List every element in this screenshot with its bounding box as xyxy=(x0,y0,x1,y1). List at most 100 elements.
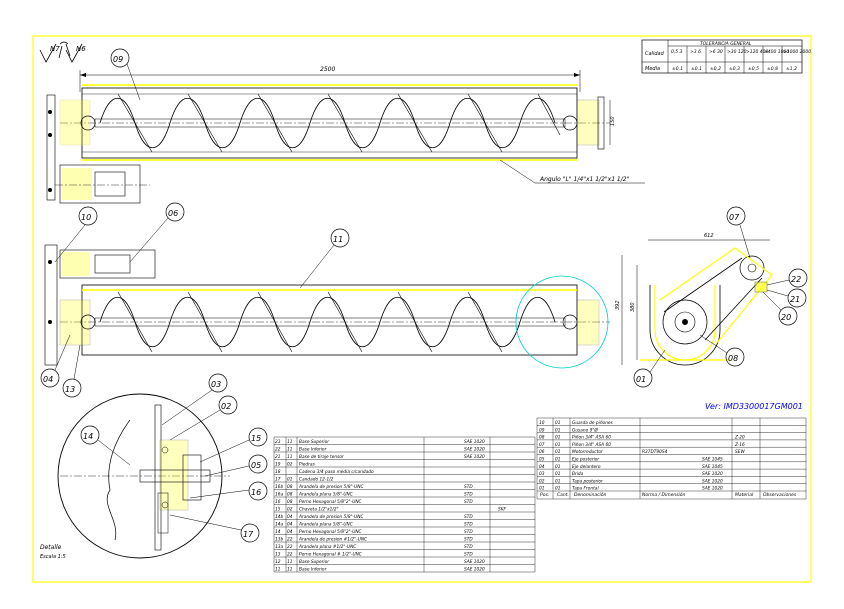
part-item: 07 xyxy=(539,442,545,448)
part-item: 04 xyxy=(539,464,545,470)
part-qty: 01 xyxy=(555,464,561,470)
top-view: 2500 150 xyxy=(46,66,645,204)
part-qty: 08 xyxy=(287,484,293,490)
part-item: 01 xyxy=(539,486,545,492)
part-qty: 22 xyxy=(287,552,293,558)
part-norm: STD xyxy=(464,514,473,520)
part-item: 14a xyxy=(275,522,283,528)
part-obs: Z-16 xyxy=(734,442,745,448)
part-desc: Tapa Frontal xyxy=(572,486,599,492)
part-qty: 01 xyxy=(555,486,561,492)
svg-text:17: 17 xyxy=(243,530,254,539)
motor-top xyxy=(59,164,141,204)
chain xyxy=(663,257,763,341)
tolerance-range-4: >30 120 xyxy=(727,49,747,55)
part-desc: Arandela de presion 5/8"-UNC xyxy=(298,514,363,520)
bracket-icon xyxy=(58,41,71,59)
part-qty: 01 xyxy=(555,427,561,433)
detail-label: Detalle xyxy=(40,544,62,551)
part-item: 08 xyxy=(539,435,545,441)
tolerance-value-5: ±0,5 xyxy=(748,66,759,72)
header-norm: Norma / Dimensión xyxy=(642,491,686,498)
tolerance-value-2: ±0,1 xyxy=(691,66,702,72)
balloon-11: 11 xyxy=(299,228,350,289)
part-desc: Arandela plana #1/2"-UNC xyxy=(298,544,356,550)
part-desc: Gusano 9"Ø xyxy=(572,426,598,433)
finish-symbol-1: N7 xyxy=(50,45,60,53)
part-norm: STD xyxy=(464,552,473,558)
part-item: 16a xyxy=(275,492,283,498)
svg-text:09: 09 xyxy=(113,55,123,64)
screw-flight-top xyxy=(99,97,556,149)
part-item: 15 xyxy=(275,507,281,513)
part-qty: 01 xyxy=(555,435,561,441)
part-qty: 01 xyxy=(555,471,561,477)
header-mat: Material xyxy=(735,492,754,498)
part-desc: Brida xyxy=(572,471,584,477)
part-qty: 11 xyxy=(287,447,293,453)
part-qty: 22 xyxy=(287,537,293,543)
svg-text:11: 11 xyxy=(333,235,343,244)
part-desc: Chaveta 1/2"x1/2" xyxy=(299,507,339,513)
part-desc: Eje delantero xyxy=(572,464,601,470)
balloon-14: 14 xyxy=(80,425,131,466)
part-norm: SAE 1020 xyxy=(464,439,485,445)
balloon-04: 04 xyxy=(40,334,71,388)
part-norm: SAE 1020 xyxy=(464,454,485,460)
part-desc: Base de tiraje tensor xyxy=(299,454,344,460)
part-item: 02 xyxy=(539,478,545,484)
balloon-02: 02 xyxy=(169,395,238,441)
part-desc: Guarda de piñones xyxy=(572,420,614,426)
part-desc: Eje posterior xyxy=(572,457,599,463)
part-mat: SAE 1045 xyxy=(702,464,723,470)
part-item: 14 xyxy=(275,529,281,535)
part-norm: SAE 1020 xyxy=(464,567,485,573)
tolerance-title: TOLERANCIA GENERAL xyxy=(700,41,752,47)
part-item: 16b xyxy=(275,484,283,490)
part-desc: Arandela plana 5/8"-UNC xyxy=(298,492,353,498)
svg-text:05: 05 xyxy=(251,461,261,470)
balloon-17: 17 xyxy=(169,514,260,543)
parts-list-header: Pos. Cant. Denominación Norma / Dimensió… xyxy=(540,491,797,498)
part-qty: 04 xyxy=(287,514,293,520)
motor-front xyxy=(59,249,156,279)
part-mat: SAE 1020 xyxy=(702,486,723,492)
detail-scale: Escala 1:5 xyxy=(40,554,66,560)
tolerance-header-label: Calidad xyxy=(645,51,665,57)
tolerance-table: TOLERANCIA GENERAL Calidad Media 0,5 3 >… xyxy=(641,39,811,74)
part-norm: STD xyxy=(464,499,473,505)
part-desc: Arandela de presion #1/2"-UNC xyxy=(298,537,367,543)
part-item: 03 xyxy=(539,471,545,477)
part-desc: Perno Hexagonal # 1/2"-UNC xyxy=(299,552,362,558)
tolerance-range-2: >3 6 xyxy=(690,49,701,55)
part-norm: STD xyxy=(464,492,473,498)
balloon-15: 15 xyxy=(199,427,268,463)
part-desc: Base Superior xyxy=(299,439,329,445)
svg-text:20: 20 xyxy=(781,313,791,322)
angle-note: Angulo "L" 1/4"x1 1/2"x1 1/2" xyxy=(539,176,630,183)
part-qty: 11 xyxy=(287,454,293,460)
dimension-side-height-inner: 380 xyxy=(630,302,636,312)
balloon-05: 05 xyxy=(204,454,268,477)
balloon-03: 03 xyxy=(161,373,228,426)
part-item: 06 xyxy=(539,449,545,455)
part-desc: Piñon 3/4" ASA 60 xyxy=(572,435,611,441)
part-norm: STD xyxy=(464,522,473,528)
front-view xyxy=(44,244,610,369)
part-qty: 01 xyxy=(555,442,561,448)
sprocket-small xyxy=(739,255,765,281)
tolerance-range-5: >120 400 xyxy=(746,49,769,55)
svg-text:22: 22 xyxy=(791,275,801,284)
tolerance-range-1: 0,5 3 xyxy=(671,49,683,55)
part-qty: 04 xyxy=(287,529,293,535)
balloon-21: 21 xyxy=(766,288,807,308)
part-item: 16 xyxy=(275,499,281,505)
